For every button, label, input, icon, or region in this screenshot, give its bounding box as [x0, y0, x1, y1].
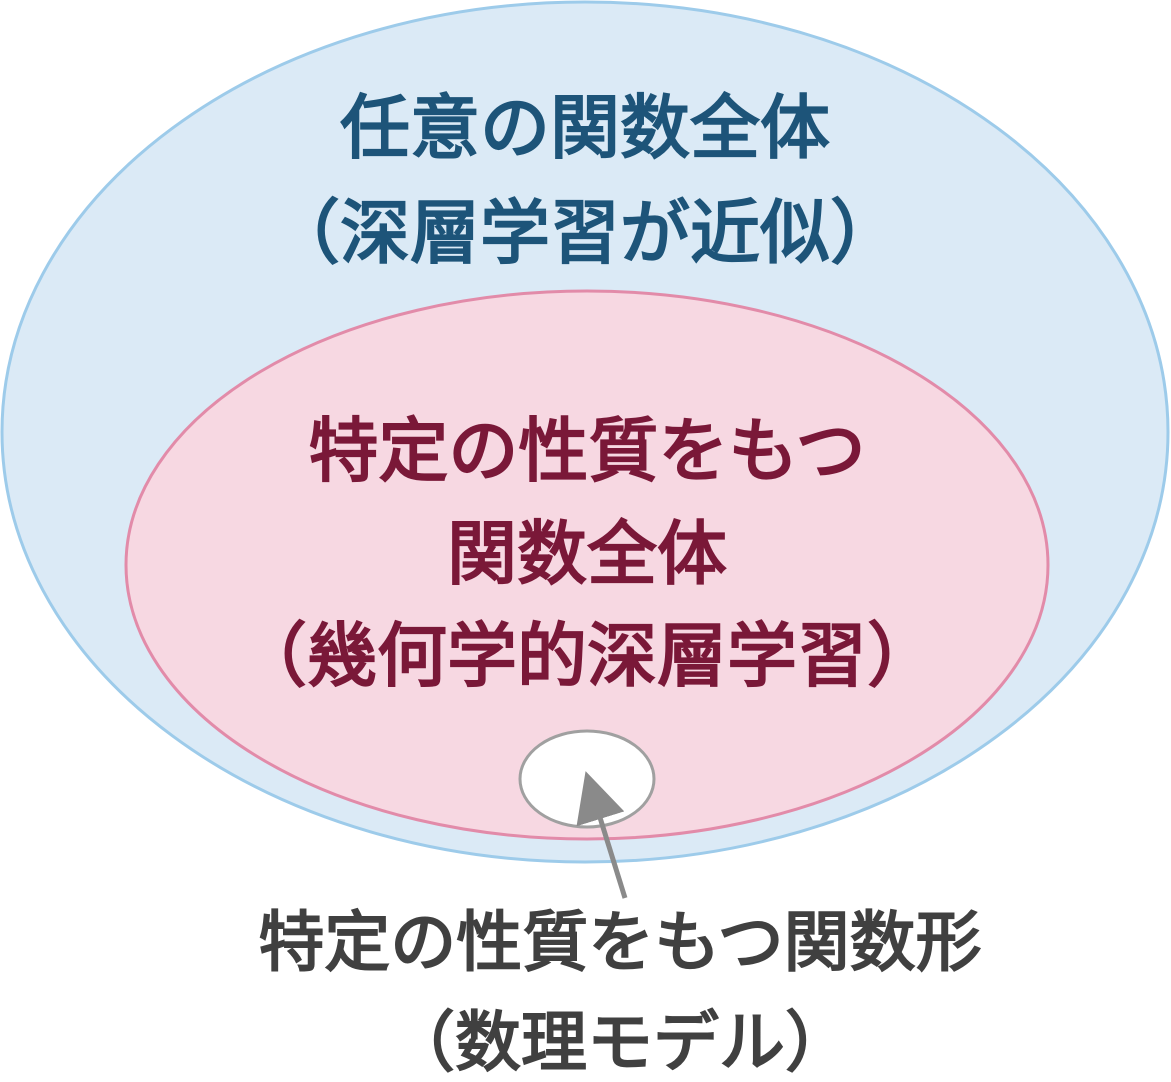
inner-set-label-line3: （幾何学的深層学習） [237, 615, 937, 697]
inner-set-ellipse [124, 289, 1050, 841]
model-set-label-line2: （数理モデル） [389, 1004, 851, 1081]
outer-set-label-line2: （深層学習が近似） [270, 192, 900, 274]
inner-set-label-line2: 関数全体 [447, 513, 727, 595]
model-set-label-line1: 特定の性質をもつ関数形 [258, 904, 981, 981]
pointer-arrow [576, 771, 628, 899]
inner-set-label-line1: 特定の性質をもつ [308, 410, 865, 492]
outer-set-label-line1: 任意の関数全体 [340, 87, 830, 169]
model-set-ellipse [518, 729, 656, 829]
